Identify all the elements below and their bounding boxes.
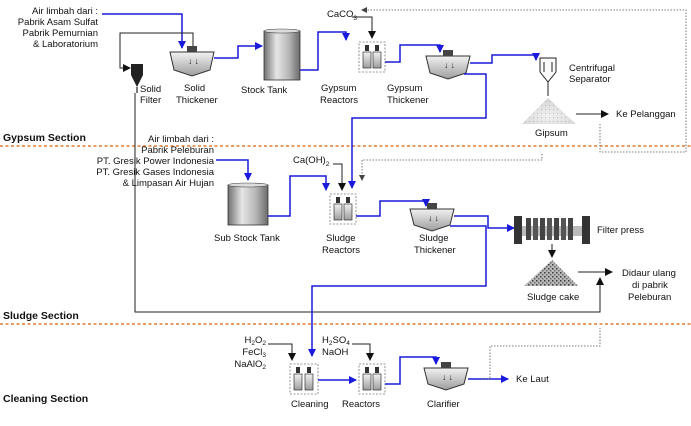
gypsum-thickener-label: Gypsum <box>387 83 422 94</box>
svg-text:Pabrik Pemurnian: Pabrik Pemurnian <box>22 28 98 39</box>
svg-text:↓ ↓: ↓ ↓ <box>188 56 199 66</box>
didaur-ulang-label: Didaur ulang di pabrik Peleburan <box>622 268 676 303</box>
svg-text:H2O2: H2O2 <box>244 335 266 347</box>
svg-text:↓ ↓: ↓ ↓ <box>428 213 439 223</box>
svg-text:NaOH: NaOH <box>322 347 349 358</box>
cleaning-section-title: Cleaning Section <box>3 393 88 405</box>
solid-thickener-label: Solid <box>184 83 205 94</box>
sludge-cake-icon <box>524 260 578 286</box>
caoh2-label: Ca(OH)2 <box>293 155 330 168</box>
reactors-label: Reactors <box>342 399 380 410</box>
sludge-cake-label: Sludge cake <box>527 292 579 303</box>
svg-text:Thickener: Thickener <box>414 245 456 256</box>
svg-text:Pabrik Asam Sulfat: Pabrik Asam Sulfat <box>18 17 99 28</box>
svg-text:Didaur ulang: Didaur ulang <box>622 268 676 279</box>
gypsum-reactors-icon <box>358 41 386 73</box>
sludge-input-label: Air limbah dari : Pabrik Peleburan PT. G… <box>96 134 214 189</box>
svg-text:& Laboratorium: & Laboratorium <box>33 39 98 50</box>
svg-text:Filter: Filter <box>140 95 161 106</box>
svg-text:Reactors: Reactors <box>320 95 358 106</box>
filter-press-icon <box>514 216 590 244</box>
svg-text:PT. Gresik Gases Indonesia: PT. Gresik Gases Indonesia <box>96 167 214 178</box>
svg-text:Air limbah dari :: Air limbah dari : <box>148 134 214 145</box>
svg-text:Pabrik Peleburan: Pabrik Peleburan <box>141 145 214 156</box>
svg-text:↓ ↓: ↓ ↓ <box>442 372 453 382</box>
svg-text:Reactors: Reactors <box>322 245 360 256</box>
gypsum-reactors-label: Gypsum <box>321 83 356 94</box>
clarifier-label: Clarifier <box>427 399 460 410</box>
svg-text:Separator: Separator <box>569 74 611 85</box>
sludge-reactors-icon <box>329 193 357 225</box>
ke-pelanggan-label: Ke Pelanggan <box>616 109 676 120</box>
svg-text:NaAlO2: NaAlO2 <box>234 359 266 371</box>
sub-stock-tank-label: Sub Stock Tank <box>214 233 280 244</box>
svg-text:↓ ↓: ↓ ↓ <box>444 60 455 70</box>
solid-filter-icon <box>131 64 143 93</box>
svg-text:FeCl3: FeCl3 <box>242 347 266 359</box>
caco3-label: CaCO3 <box>327 9 357 22</box>
ke-laut-label: Ke Laut <box>516 374 549 385</box>
clarifier-icon: ↓ ↓ <box>423 362 469 391</box>
centrifugal-separator-label: Centrifugal <box>569 63 615 74</box>
gipsum-label: Gipsum <box>535 128 568 139</box>
cleaning-reactors-icon <box>358 363 386 395</box>
cleaning-reactor-icon <box>289 363 319 395</box>
sludge-thickener-icon: ↓ ↓ <box>409 203 455 232</box>
svg-text:Air limbah dari :: Air limbah dari : <box>32 6 98 17</box>
svg-text:Peleburan: Peleburan <box>628 292 671 303</box>
filter-press-label: Filter press <box>597 225 644 236</box>
stock-tank-icon <box>263 28 301 81</box>
cleaning-chemicals-right: H2SO4 NaOH <box>322 335 350 358</box>
svg-text:H2SO4: H2SO4 <box>322 335 350 347</box>
svg-text:PT. Gresik Power Indonesia: PT. Gresik Power Indonesia <box>97 156 215 167</box>
sludge-reactors-label: Sludge <box>326 233 356 244</box>
sludge-thickener-label: Sludge <box>419 233 449 244</box>
svg-text:Thickener: Thickener <box>176 95 218 106</box>
sludge-section-title: Sludge Section <box>3 310 79 322</box>
centrifugal-separator-icon <box>539 57 557 96</box>
cleaning-chemicals-left: H2O2 FeCl3 NaAlO2 <box>234 335 266 371</box>
svg-text:& Limpasan Air Hujan: & Limpasan Air Hujan <box>123 178 214 189</box>
gypsum-section-title: Gypsum Section <box>3 132 86 144</box>
gypsum-thickener-icon: ↓ ↓ <box>425 50 471 80</box>
solid-thickener-icon: ↓ ↓ <box>169 46 215 77</box>
cleaning-label: Cleaning <box>291 399 329 410</box>
svg-text:di pabrik: di pabrik <box>632 280 668 291</box>
solid-filter-label: Solid <box>140 84 161 95</box>
stock-tank-label: Stock Tank <box>241 85 288 96</box>
svg-text:Thickener: Thickener <box>387 95 429 106</box>
gypsum-input-label: Air limbah dari : Pabrik Asam Sulfat Pab… <box>18 6 99 50</box>
sub-stock-tank-icon <box>227 182 269 226</box>
gipsum-pile-icon <box>522 98 576 124</box>
